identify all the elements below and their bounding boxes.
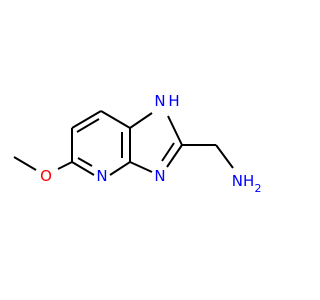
bond-c2-n3 (166, 144, 183, 168)
bond-c7-c6 (71, 110, 102, 129)
atom-nh2: NH (232, 172, 255, 190)
bond-n4-c3a (109, 161, 131, 176)
bond-layer (13, 110, 234, 176)
bond-ch2-n (215, 144, 234, 169)
bond-c7-c6-inner (76, 118, 100, 133)
molecule-structure: N H N N O NH 2 (13, 92, 262, 195)
bond-c5-n4-inner (77, 157, 93, 167)
atom-nh2-subscript: 2 (255, 182, 262, 195)
atom-n1: N (154, 92, 165, 110)
bond-c7a-n1 (129, 112, 153, 129)
atom-label-layer: N H N N O NH 2 (40, 92, 261, 195)
atom-n3: N (154, 167, 165, 185)
bond-c5-n4 (71, 161, 95, 176)
bond-c7a-c7 (100, 110, 131, 129)
bond-n1-c2 (167, 115, 183, 146)
bond-o-ch3 (13, 156, 37, 171)
atom-o-methoxy: O (40, 167, 52, 185)
bond-c5-o (57, 161, 73, 170)
bond-n3-c3a (129, 161, 153, 173)
bond-c2-n3-inner (161, 142, 175, 162)
atom-n1-hydrogen: H (168, 92, 179, 110)
atom-n4: N (96, 167, 107, 185)
